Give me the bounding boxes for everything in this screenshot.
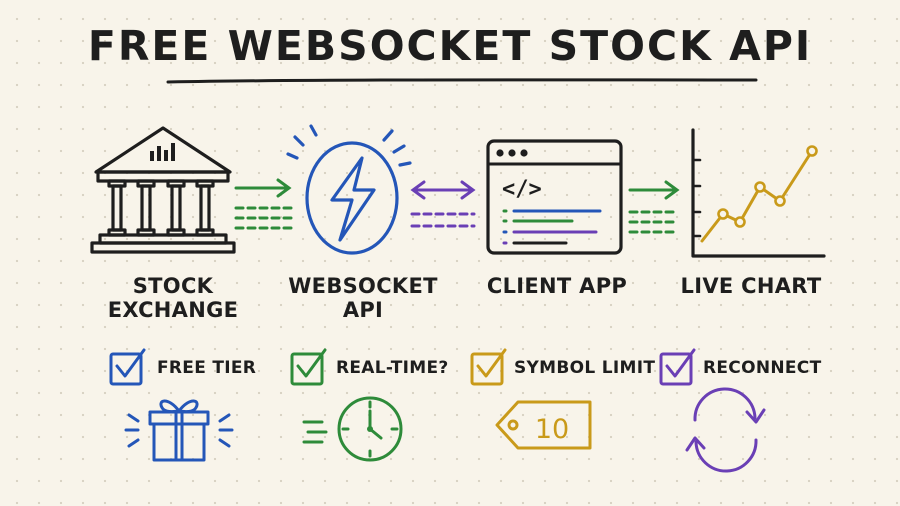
- label-client-app: CLIENT APP: [486, 274, 628, 298]
- feature-free-tier-label: FREE TIER: [157, 358, 257, 378]
- checkbox-free-tier: [109, 348, 146, 386]
- feature-real-time-label: REAL-TIME?: [336, 358, 449, 378]
- code-glyph: </>: [502, 177, 542, 202]
- checkbox-real-time: [290, 348, 327, 386]
- label-live-chart: LIVE CHART: [680, 274, 822, 298]
- page-title: FREE WEBSOCKET STOCK API: [87, 22, 813, 70]
- checkbox-symbol-limit: [470, 348, 507, 386]
- refresh-cycle-icon: [685, 387, 766, 473]
- lightning-bolt-icon: [286, 124, 412, 255]
- checkbox-reconnect: [659, 348, 696, 386]
- feature-reconnect-label: RECONNECT: [703, 358, 822, 378]
- label-stock-exchange: STOCK EXCHANGE: [107, 274, 239, 322]
- bank-building-icon: [90, 126, 236, 254]
- label-websocket-api: WEBSOCKET API: [288, 274, 438, 322]
- gift-box-icon: [124, 399, 234, 462]
- tag-value: 10: [535, 414, 569, 445]
- clock-center: [367, 426, 373, 432]
- connector-client-to-chart: [628, 180, 680, 234]
- line-chart-icon: [691, 128, 826, 258]
- code-window-icon: [486, 139, 623, 255]
- price-tag-icon: [495, 400, 592, 450]
- feature-symbol-limit-label: SYMBOL LIMIT: [514, 358, 656, 378]
- clock-icon: [302, 396, 403, 462]
- title-underline: [166, 78, 758, 84]
- connector-api-client: [410, 180, 476, 228]
- connector-exchange-to-api: [234, 178, 294, 230]
